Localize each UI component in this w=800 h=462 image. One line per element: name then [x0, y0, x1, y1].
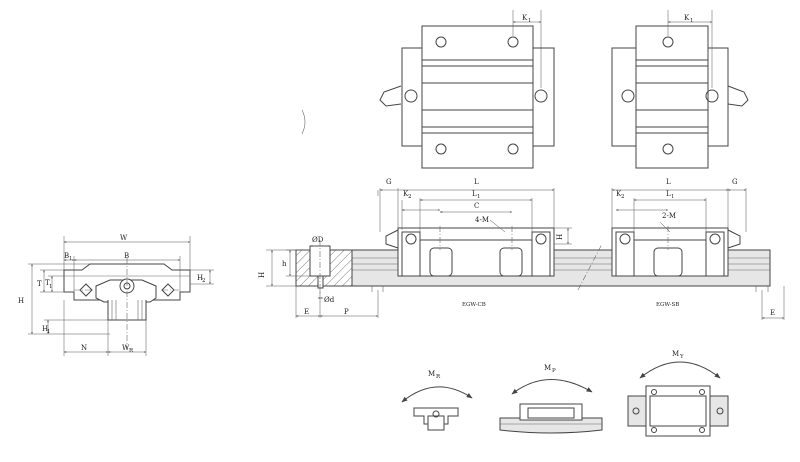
svg-text:P: P: [552, 368, 556, 374]
side-dimensions: [266, 188, 785, 320]
label-hr: H: [258, 272, 266, 278]
label-b1: B: [64, 252, 69, 260]
label-l1-sb: L: [666, 190, 671, 198]
label-e-right: E: [770, 309, 775, 317]
model-label-sb: EGW-SB: [656, 302, 679, 308]
label-p: P: [344, 308, 349, 316]
moment-mr-icon: [401, 386, 473, 431]
label-wr: W: [122, 344, 130, 352]
label-od-big: ØD: [312, 236, 324, 244]
svg-text:R: R: [436, 374, 441, 380]
label-mp: M: [544, 364, 551, 372]
dimension-labels: W B B 1 H T T 1 H 1 H 2 N W R K 1 K 1 G …: [18, 14, 775, 380]
svg-text:2: 2: [408, 194, 412, 200]
svg-text:2: 2: [621, 194, 625, 200]
label-w: W: [120, 234, 128, 242]
svg-text:1: 1: [690, 18, 694, 24]
label-h1: H: [42, 325, 48, 333]
model-label-cb: EGW-CB: [462, 302, 486, 308]
arc-mark: [301, 109, 306, 135]
label-h3: H: [556, 234, 564, 240]
moment-my-icon: [627, 361, 729, 437]
label-b: B: [124, 252, 129, 260]
end-view-dimensions: [28, 236, 214, 356]
label-my: M: [672, 350, 679, 358]
end-view: [63, 258, 191, 350]
top-view-cb: [379, 10, 555, 169]
label-n: N: [81, 344, 87, 352]
block-side-sb: [611, 226, 741, 277]
svg-text:Y: Y: [679, 354, 684, 360]
label-l-sb: L: [666, 178, 671, 186]
svg-text:1: 1: [671, 194, 675, 200]
label-e-left: E: [304, 308, 309, 316]
moment-mp-icon: [499, 379, 603, 434]
label-g-left: G: [386, 178, 392, 186]
top-view-sb: [611, 10, 749, 169]
label-4m: 4-M: [475, 216, 489, 224]
svg-text:1: 1: [49, 284, 53, 290]
label-k2-sb: K: [616, 190, 622, 198]
svg-text:2: 2: [202, 278, 206, 284]
label-od-small: Ød: [324, 296, 335, 304]
label-h2: H: [197, 274, 203, 282]
label-g-right: G: [732, 178, 738, 186]
svg-text:1: 1: [477, 194, 481, 200]
svg-text:1: 1: [69, 256, 73, 262]
block-side-cb: [385, 226, 555, 277]
label-k2-cb: K: [403, 190, 409, 198]
label-l-cb: L: [474, 178, 479, 186]
label-h-small: h: [282, 260, 287, 268]
label-l1-cb: L: [472, 190, 477, 198]
svg-text:1: 1: [47, 329, 51, 335]
label-2m: 2-M: [662, 212, 676, 220]
label-h: H: [18, 297, 24, 305]
label-t1: T: [45, 279, 50, 287]
label-mr: M: [428, 370, 435, 378]
label-c: C: [474, 202, 479, 210]
label-t: T: [37, 280, 42, 288]
label-k1-sb: K: [684, 14, 690, 22]
label-k1-cb: K: [522, 14, 528, 22]
svg-text:R: R: [129, 348, 134, 354]
svg-text:1: 1: [528, 18, 532, 24]
